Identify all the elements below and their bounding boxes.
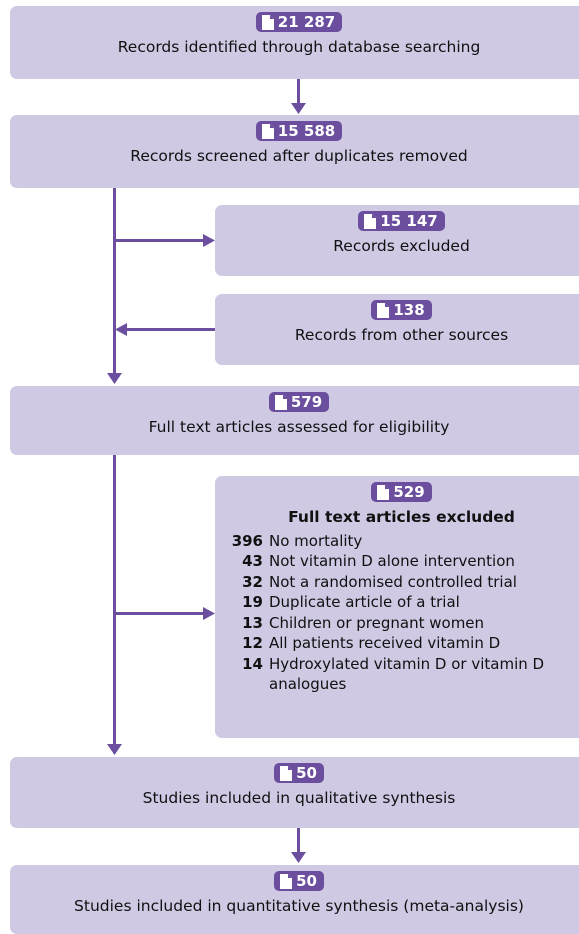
- exclusion-reason: 19 Duplicate article of a trial: [229, 592, 579, 613]
- box-label: Records excluded: [333, 236, 470, 255]
- arrowhead-right: [203, 234, 215, 247]
- records-other-sources-box: 138 Records from other sources: [215, 294, 579, 365]
- full-text-excluded-box: 529 Full text articles excluded 396 No mo…: [215, 476, 579, 738]
- reason-text: No mortality: [269, 531, 363, 550]
- arrowhead-down: [291, 852, 306, 863]
- count-badge: 15 588: [255, 121, 343, 141]
- count-value: 15 147: [380, 212, 438, 230]
- connector-line: [114, 612, 204, 615]
- reason-count: 19: [242, 593, 263, 611]
- reason-text: Duplicate article of a trial: [269, 593, 460, 611]
- document-icon: [280, 873, 293, 889]
- exclusion-reason: 32 Not a randomised controlled trial: [229, 572, 579, 593]
- count-value: 138: [393, 301, 425, 319]
- box-label: Full text articles excluded: [288, 507, 515, 526]
- reason-count: 14: [242, 654, 263, 673]
- reason-text: Not vitamin D alone intervention: [269, 552, 515, 570]
- exclusion-reason: 43 Not vitamin D alone intervention: [229, 551, 579, 572]
- box-label: Records from other sources: [294, 325, 509, 344]
- reason-text: Not a randomised controlled trial: [269, 572, 517, 591]
- arrowhead-right: [203, 607, 215, 620]
- arrowhead-down: [291, 103, 306, 114]
- connector-line: [114, 239, 204, 242]
- count-value: 579: [290, 393, 323, 411]
- qualitative-synthesis-box: 50 Studies included in qualitative synth…: [10, 757, 579, 828]
- count-value: 21 287: [277, 13, 336, 31]
- records-screened-box: 15 588 Records screened after duplicates…: [10, 115, 579, 188]
- document-icon: [261, 123, 274, 139]
- reason-count: 32: [242, 572, 263, 591]
- arrowhead-down: [107, 373, 122, 384]
- quantitative-synthesis-box: 50 Studies included in quantitative synt…: [10, 865, 579, 934]
- reason-count: 396: [231, 531, 263, 550]
- reason-text: Hydroxylated vitamin D or vitamin D anal…: [269, 654, 545, 694]
- count-badge: 50: [274, 871, 324, 891]
- document-icon: [274, 394, 287, 410]
- box-label: Full text articles assessed for eligibil…: [148, 417, 450, 436]
- reason-text: Children or pregnant women: [269, 613, 485, 632]
- count-badge: 529: [371, 482, 432, 502]
- box-label: Studies included in qualitative synthesi…: [142, 788, 456, 807]
- connector-line: [113, 455, 116, 745]
- connector-line: [113, 158, 116, 374]
- count-badge: 15 147: [358, 211, 445, 231]
- count-badge: 138: [371, 300, 432, 320]
- count-badge: 21 287: [255, 12, 343, 32]
- reason-count: 43: [242, 552, 263, 570]
- reason-count: 12: [242, 634, 263, 652]
- count-value: 50: [296, 872, 317, 890]
- arrowhead-down: [107, 744, 122, 755]
- exclusion-reason: 396 No mortality: [229, 531, 579, 552]
- document-icon: [377, 484, 390, 500]
- box-label: Records identified through database sear…: [117, 37, 481, 56]
- count-badge: 50: [274, 763, 324, 783]
- records-identified-box: 21 287 Records identified through databa…: [10, 6, 579, 79]
- exclusion-reason: 13 Children or pregnant women: [229, 613, 579, 634]
- reason-text: All patients received vitamin D: [269, 634, 501, 652]
- exclusion-reasons-list: 396 No mortality 43 Not vitamin D alone in…: [229, 531, 579, 695]
- document-icon: [280, 765, 293, 781]
- connector-line: [297, 828, 300, 853]
- count-value: 50: [296, 764, 317, 782]
- arrowhead-left: [115, 323, 127, 336]
- count-value: 529: [393, 483, 425, 501]
- box-label: Records screened after duplicates remove…: [130, 146, 468, 165]
- records-excluded-box: 15 147 Records excluded: [215, 205, 579, 276]
- document-icon: [261, 14, 274, 30]
- document-icon: [377, 302, 390, 318]
- box-label: Studies included in quantitative synthes…: [74, 896, 524, 915]
- exclusion-reason: 14 Hydroxylated vitamin D or vitamin D an…: [229, 654, 579, 695]
- full-text-assessed-box: 579 Full text articles assessed for elig…: [10, 386, 579, 455]
- exclusion-reason: 12 All patients received vitamin D: [229, 633, 579, 654]
- connector-line: [126, 328, 216, 331]
- document-icon: [364, 213, 377, 229]
- count-badge: 579: [268, 392, 330, 412]
- count-value: 15 588: [277, 122, 336, 140]
- connector-line: [297, 79, 300, 104]
- reason-count: 13: [242, 613, 263, 632]
